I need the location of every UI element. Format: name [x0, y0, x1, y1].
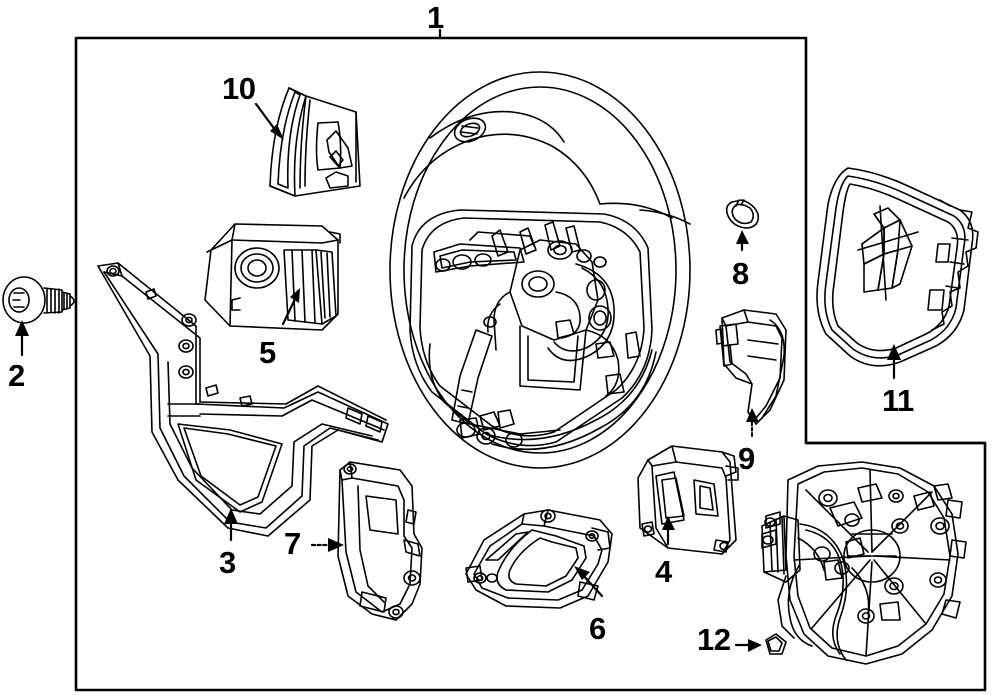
airbag-module-clockspring[interactable] — [761, 461, 967, 665]
callout-label-10[interactable]: 10 — [222, 71, 256, 106]
callout-label-1[interactable]: 1 — [427, 0, 444, 35]
callout-label-11[interactable]: 11 — [882, 383, 914, 418]
part-11-driver-airbag-cover-lincoln-logo[interactable] — [816, 167, 979, 380]
callout-label-6[interactable]: 6 — [589, 611, 606, 646]
part-8-retaining-clip[interactable] — [725, 199, 760, 252]
callout-label-2[interactable]: 2 — [8, 358, 25, 393]
part-2-mounting-bolt[interactable] — [2, 276, 75, 357]
callout-label-9[interactable]: 9 — [738, 441, 755, 476]
part-4-right-switch-housing[interactable] — [637, 445, 739, 555]
part-12-wiring-harness-connector[interactable] — [734, 633, 787, 655]
callout-label-8[interactable]: 8 — [732, 256, 749, 291]
part-3-lower-trim-bezel[interactable] — [97, 262, 389, 542]
callout-label-7[interactable]: 7 — [284, 526, 301, 561]
part-10-upper-switch-cover[interactable] — [254, 87, 361, 197]
callout-label-5[interactable]: 5 — [259, 335, 276, 370]
steering-wheel-armature[interactable] — [389, 71, 691, 469]
part-6-left-switch-housing[interactable] — [465, 509, 613, 609]
callout-label-12[interactable]: 12 — [697, 622, 731, 657]
callout-label-4[interactable]: 4 — [655, 554, 672, 589]
part-9-cruise-control-switch[interactable] — [715, 309, 787, 437]
part-7-shift-paddle-bracket[interactable] — [310, 461, 423, 621]
part-5-left-switch-bezel[interactable] — [204, 223, 341, 331]
callout-label-3[interactable]: 3 — [219, 545, 236, 580]
